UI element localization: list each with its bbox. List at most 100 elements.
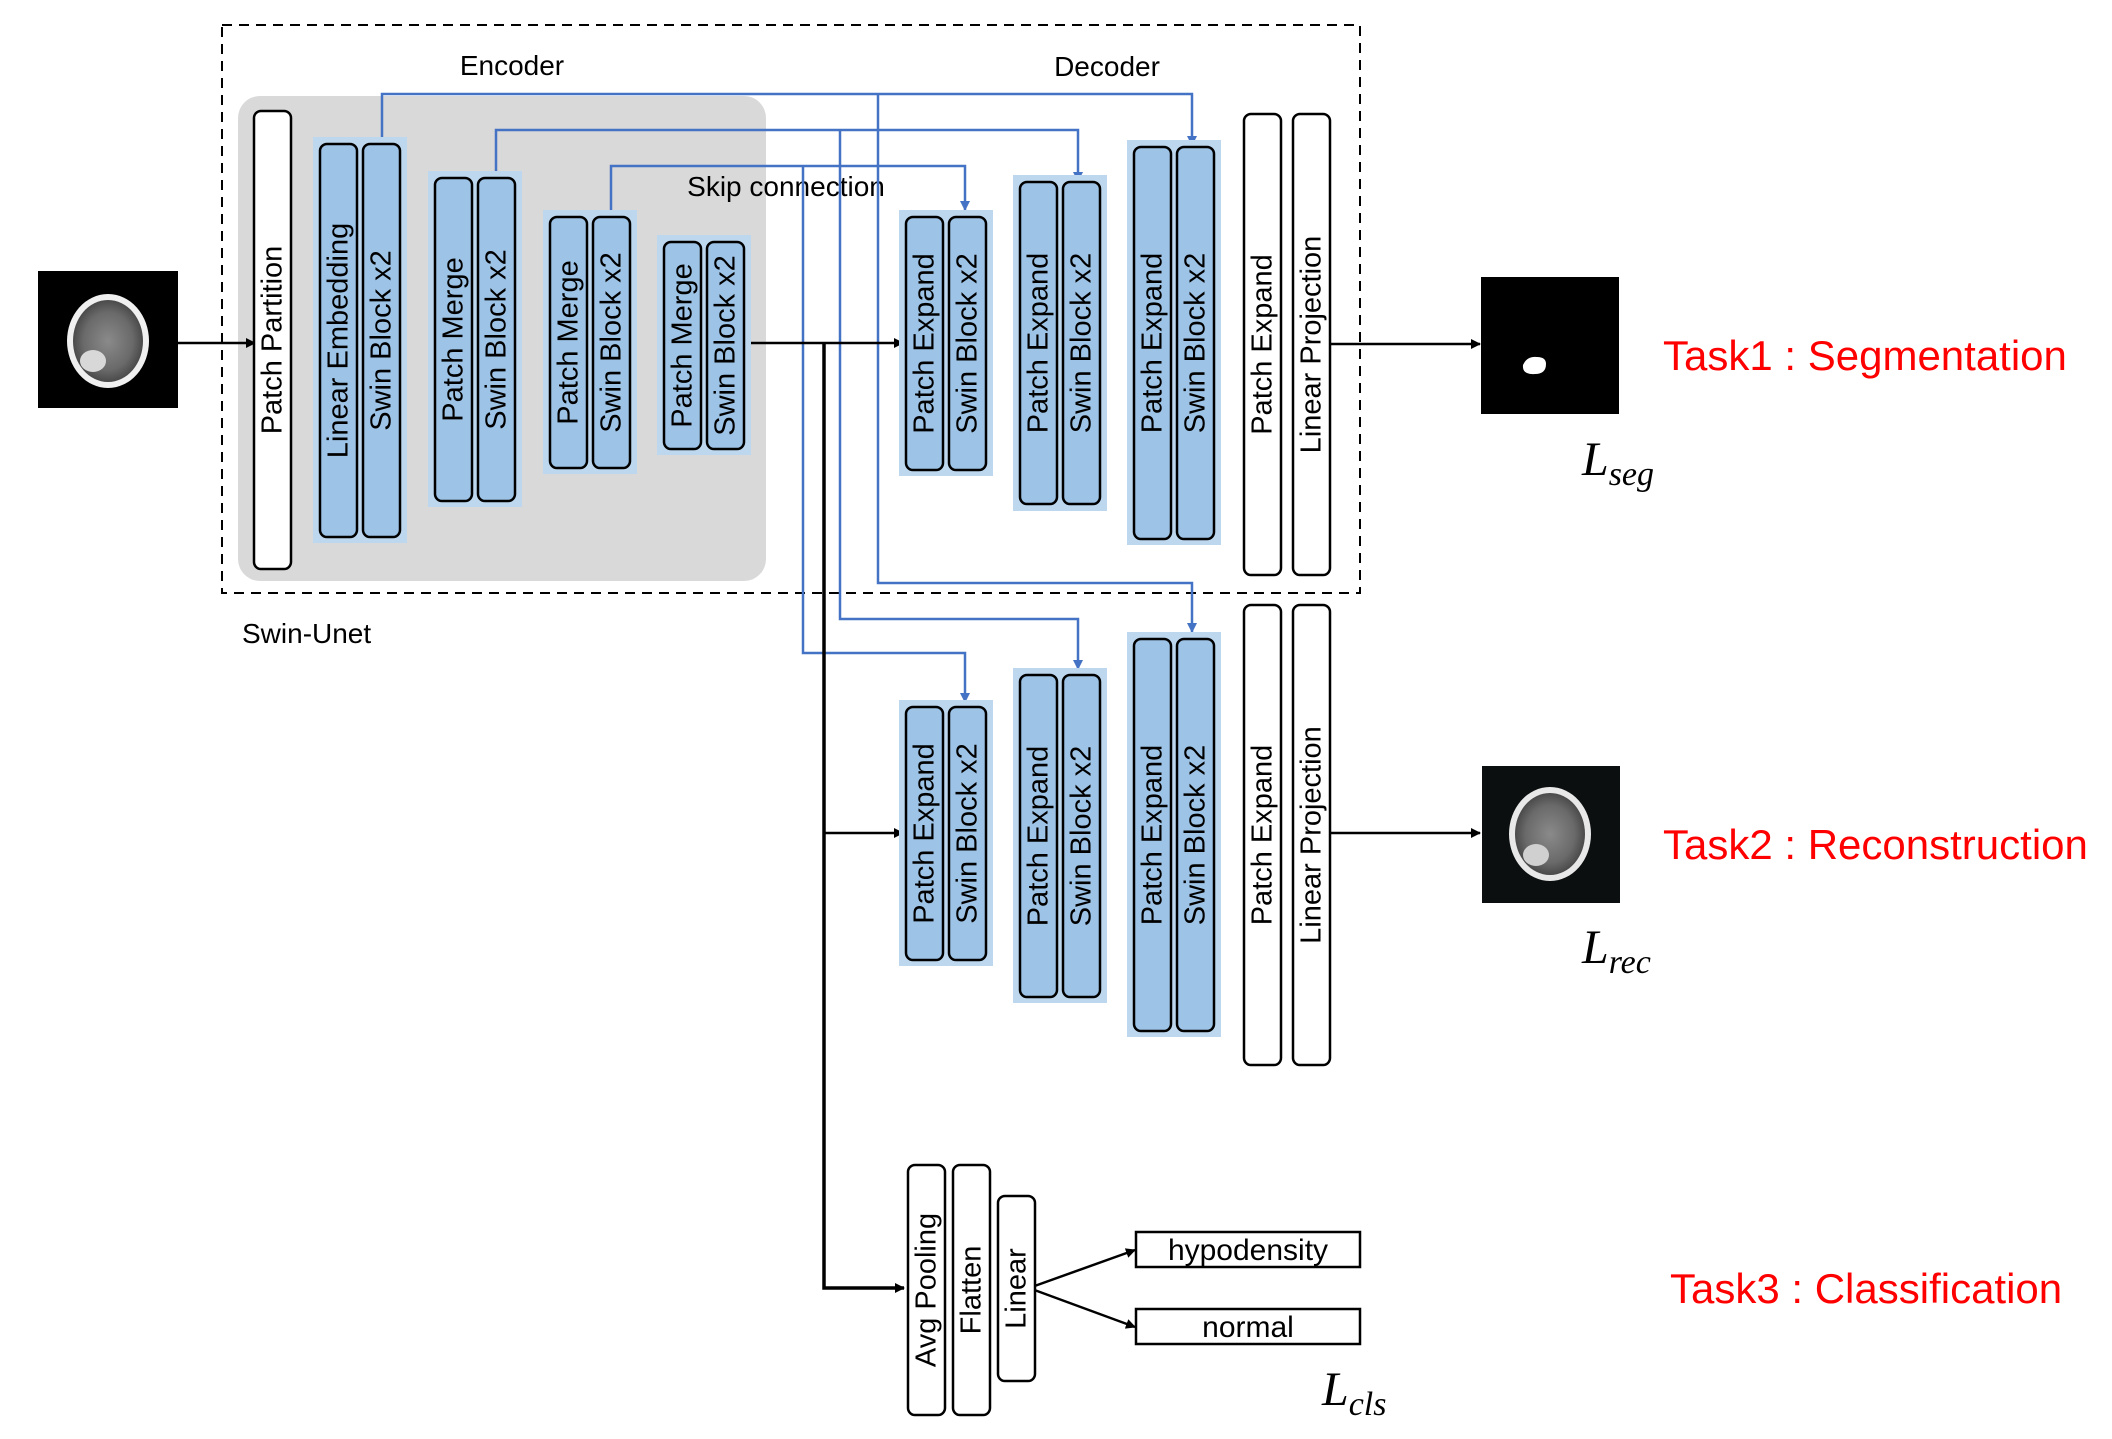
encoder-swin-block-4-box	[705, 240, 746, 451]
patch-merge-block-1-label: Patch Merge	[438, 257, 470, 421]
classification-loss-label: Lcls	[1321, 1363, 1386, 1423]
rec-patch-expand-block-2-box	[1018, 673, 1059, 999]
linear-embedding-block-label: Linear Embedding	[323, 223, 355, 458]
swin-unet-frame	[221, 24, 1361, 594]
seg-swin-block-2: Swin Block x2	[1061, 180, 1102, 506]
hypodensity-output-box	[1134, 1230, 1362, 1269]
seg-swin-block-2-label: Swin Block x2	[1066, 253, 1098, 434]
swin-unet-label: Swin-Unet	[242, 618, 371, 649]
rec-patch-expand-block-2-label: Patch Expand	[1023, 746, 1055, 927]
encoder-swin-block-3-box	[591, 215, 632, 470]
patch-merge-block-3-box	[662, 240, 703, 451]
seg-swin-block-3: Swin Block x2	[1175, 145, 1216, 541]
rec-patch-expand-block-2: Patch Expand	[1018, 673, 1059, 999]
avg-pooling-block-label: Avg Pooling	[911, 1213, 943, 1367]
rec-patch-expand-block-1: Patch Expand	[904, 705, 945, 962]
linear-block: Linear	[996, 1194, 1037, 1383]
avg-pooling-block-box	[906, 1163, 947, 1417]
linear-to-normal-arrow	[1028, 1286, 1136, 1329]
seg-final-patch-expand-block: Patch Expand	[1242, 112, 1283, 577]
seg-patch-expand-block-1: Patch Expand	[904, 215, 945, 472]
patch-merge-block-1: Patch Merge	[433, 176, 474, 503]
input-ct-image	[38, 271, 178, 408]
normal-output-label: normal	[1202, 1311, 1294, 1344]
rec-linear-projection-block-label: Linear Projection	[1296, 726, 1328, 944]
encoder-swin-block-4-label: Swin Block x2	[710, 255, 742, 436]
seg-patch-expand-block-2: Patch Expand	[1018, 180, 1059, 506]
segmentation-loss-label: Lseg	[1581, 433, 1654, 493]
rec-swin-block-3-box	[1175, 637, 1216, 1033]
skip-connections	[380, 92, 1197, 703]
rec-swin-block-1-box	[947, 705, 988, 962]
patch-partition-block: Patch Partition	[252, 109, 293, 571]
seg-swin-block-2-box	[1061, 180, 1102, 506]
encoder-label: Encoder	[460, 50, 564, 81]
patch-partition-block-box	[252, 109, 293, 571]
seg-swin-block-3-label: Swin Block x2	[1180, 253, 1212, 434]
classification-outputs: hypodensity normal	[1134, 1230, 1362, 1346]
reconstructed-ct-image	[1482, 766, 1620, 903]
rec-patch-expand-block-3-box	[1132, 637, 1173, 1033]
flow-lines	[178, 338, 1481, 1329]
task3-label: Task3 : Classification	[1670, 1265, 2062, 1312]
seg-linear-projection-block-label: Linear Projection	[1296, 236, 1328, 454]
rec-linear-projection-block-box	[1291, 603, 1332, 1067]
rec-swin-block-1: Swin Block x2	[947, 705, 988, 962]
skip-connection-6	[801, 166, 970, 703]
seg-final-patch-expand-block-box	[1242, 112, 1283, 577]
skip-connection-2	[494, 128, 1083, 182]
rec-swin-block-3-label: Swin Block x2	[1180, 745, 1212, 926]
rec-swin-block-2-box	[1061, 673, 1102, 999]
patch-merge-block-3-label: Patch Merge	[667, 263, 699, 427]
rec-swin-block-3: Swin Block x2	[1175, 637, 1216, 1033]
flatten-block-box	[951, 1163, 992, 1417]
rec-final-patch-expand-block-box	[1242, 603, 1283, 1067]
rec-patch-expand-block-1-label: Patch Expand	[909, 743, 941, 924]
skip-connection-1	[380, 92, 1197, 146]
rec-swin-block-2: Swin Block x2	[1061, 673, 1102, 999]
encoder-swin-block-4: Swin Block x2	[705, 240, 746, 451]
linear-to-hypodensity-arrow	[1028, 1248, 1136, 1290]
rec-patch-expand-block-3: Patch Expand	[1132, 637, 1173, 1033]
linear-block-label: Linear	[1001, 1248, 1033, 1329]
seg-swin-block-3-box	[1175, 145, 1216, 541]
seg-patch-expand-block-1-label: Patch Expand	[909, 253, 941, 434]
seg-patch-expand-block-3: Patch Expand	[1132, 145, 1173, 541]
seg-final-patch-expand-block-label: Patch Expand	[1247, 254, 1279, 435]
reconstruction-loss-label: Lrec	[1581, 921, 1651, 981]
encoder-swin-block-2-label: Swin Block x2	[481, 249, 513, 430]
encoder-swin-block-1: Swin Block x2	[361, 142, 402, 539]
skip-connection-5	[838, 130, 1083, 670]
normal-output-box	[1134, 1307, 1362, 1346]
task1-label: Task1 : Segmentation	[1663, 332, 2067, 379]
seg-linear-projection-block: Linear Projection	[1291, 112, 1332, 577]
encoder-swin-block-1-label: Swin Block x2	[366, 250, 398, 431]
encoder-swin-block-3: Swin Block x2	[591, 215, 632, 470]
segmentation-mask-image	[1481, 277, 1619, 414]
linear-embedding-block: Linear Embedding	[318, 142, 359, 539]
decoder-label: Decoder	[1054, 51, 1160, 82]
rec-linear-projection-block: Linear Projection	[1291, 603, 1332, 1067]
seg-patch-expand-block-3-box	[1132, 145, 1173, 541]
patch-merge-block-2: Patch Merge	[548, 215, 589, 470]
encoder-swin-block-1-box	[361, 142, 402, 539]
linear-block-box	[996, 1194, 1037, 1383]
rec-final-patch-expand-block: Patch Expand	[1242, 603, 1283, 1067]
seg-swin-block-1: Swin Block x2	[947, 215, 988, 472]
bottleneck-to-classifier-arrow	[822, 343, 905, 1293]
rec-swin-block-1-label: Swin Block x2	[952, 743, 984, 924]
task2-label: Task2 : Reconstruction	[1663, 821, 2088, 868]
encoder-swin-block-2-box	[476, 176, 517, 503]
encoder-swin-block-3-label: Swin Block x2	[596, 252, 628, 433]
seg-swin-block-1-label: Swin Block x2	[952, 253, 984, 434]
seg-linear-projection-block-box	[1291, 112, 1332, 577]
skip-connection-4	[876, 94, 1197, 633]
seg-patch-expand-block-1-box	[904, 215, 945, 472]
avg-pooling-block: Avg Pooling	[906, 1163, 947, 1417]
rec-final-patch-expand-block-label: Patch Expand	[1247, 745, 1279, 926]
hypodensity-output-label: hypodensity	[1168, 1234, 1328, 1267]
seg-patch-expand-block-2-box	[1018, 180, 1059, 506]
flatten-block: Flatten	[951, 1163, 992, 1417]
